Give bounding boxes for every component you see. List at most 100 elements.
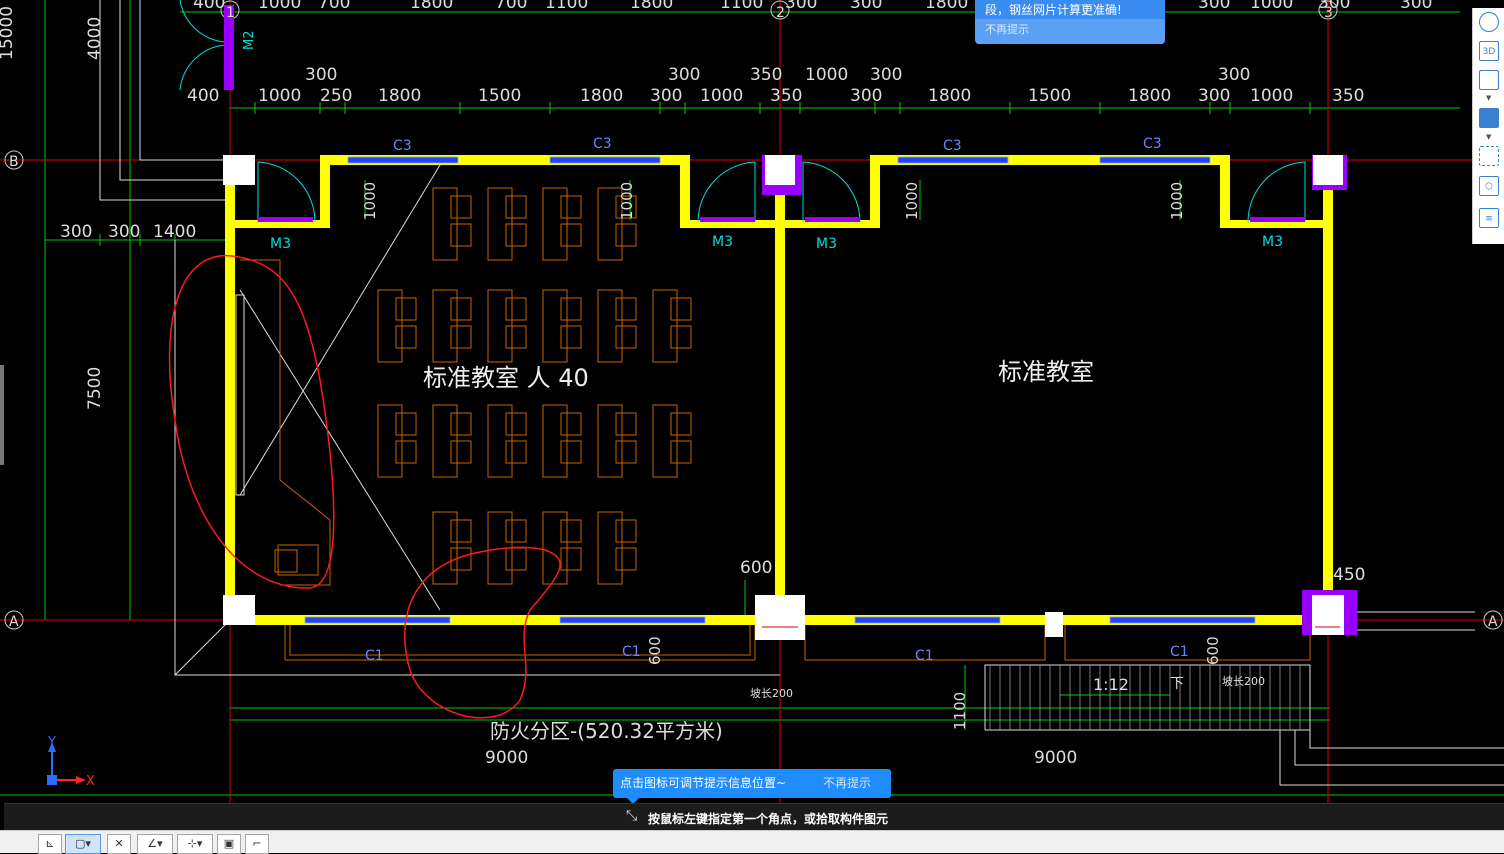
chair: [615, 440, 637, 464]
ramp-hatch: [989, 665, 1301, 730]
hint-tooltip-top-dismiss[interactable]: 不再提示: [975, 19, 1165, 44]
view-3d-button[interactable]: 3D: [1479, 41, 1499, 61]
dim-left-7500: 7500: [85, 367, 105, 410]
dim-left-15000: 15000: [0, 6, 17, 60]
ramp-width-left: 坡长200: [750, 687, 793, 700]
dim-v-1000c: 1000: [903, 182, 921, 220]
chair: [560, 519, 582, 543]
chair: [560, 325, 582, 349]
chair: [560, 223, 582, 247]
chair: [615, 325, 637, 349]
chair: [450, 440, 472, 464]
angle-snap-icon[interactable]: ∠▾: [137, 834, 173, 854]
dim-r3-350a: 350: [770, 86, 802, 106]
dim-r2-300d: 300: [1218, 65, 1250, 85]
chair: [395, 412, 417, 436]
dim-v-1000a: 1000: [361, 182, 379, 220]
ucs-icon: Y X: [47, 735, 95, 789]
grid-bubble-1-top: 1: [226, 5, 235, 21]
hint-tooltip-top: 段，钢丝网片计算更准确! 不再提示: [975, 0, 1165, 44]
chair: [505, 519, 527, 543]
dim-600-right: 600: [1204, 636, 1222, 665]
cube-view-icon[interactable]: [1479, 70, 1499, 90]
command-prompt-bar: ⤡ 按鼠标左键指定第一个角点，或拾取构件图元: [4, 803, 1504, 831]
dim-r3-250: 250: [320, 86, 352, 106]
chair: [560, 412, 582, 436]
window-label-c3-1: C3: [393, 138, 412, 154]
chair: [450, 195, 472, 219]
window-label-c3-3: C3: [943, 138, 962, 154]
ucs-x-label: X: [86, 774, 95, 789]
room-label-right: 标准教室: [998, 358, 1094, 386]
hint-tooltip-bottom-message: 点击图标可调节提示信息位置~: [620, 776, 787, 790]
chair: [560, 297, 582, 321]
dim-top-700: 700: [318, 0, 350, 13]
ucs-y-label: Y: [47, 735, 56, 750]
walls: [225, 155, 1333, 625]
dim-bottom-9000-right: 9000: [1034, 748, 1077, 768]
dim-top-300e: 300: [1400, 0, 1432, 13]
dim-r2-1000: 1000: [805, 65, 848, 85]
chair: [615, 412, 637, 436]
cross-select-icon[interactable]: ✕: [107, 834, 131, 854]
dim-top-1800a: 1800: [410, 0, 453, 13]
dim-r3-300c: 300: [1198, 86, 1230, 106]
dim-top-300b: 300: [850, 0, 882, 13]
dim-r3-1800c: 1800: [928, 86, 971, 106]
left-panel-collapse-handle[interactable]: [0, 365, 4, 465]
markup-circles: [168, 255, 561, 719]
columns: [223, 155, 1344, 640]
properties-icon[interactable]: ≡: [1479, 208, 1499, 228]
box-select-icon[interactable]: ⬡: [1479, 176, 1499, 196]
ortho-icon[interactable]: ⊾: [38, 834, 62, 854]
chair: [505, 547, 527, 571]
dim-r3-1800a: 1800: [378, 86, 421, 106]
fire-zone-label: 防火分区-(520.32平方米): [490, 719, 723, 743]
dim-r3-1000b: 1000: [700, 86, 743, 106]
view-side-panel: 3D ▼ ▼ ⬡ ≡: [1472, 8, 1504, 244]
ring-view-icon[interactable]: [1479, 12, 1499, 32]
chair: [670, 297, 692, 321]
chair: [670, 325, 692, 349]
chair: [395, 325, 417, 349]
dim-bottom-9000-left: 9000: [485, 748, 528, 768]
solid-cube-icon[interactable]: [1479, 108, 1499, 128]
chair: [505, 297, 527, 321]
dim-top-300d: 300: [1318, 0, 1350, 13]
chair: [450, 519, 472, 543]
window-label-c1-3: C1: [915, 648, 934, 664]
chair: [615, 297, 637, 321]
dim-600-top: 600: [740, 558, 772, 578]
dim-r2-350: 350: [750, 65, 782, 85]
dim-r3-350b: 350: [1332, 86, 1364, 106]
dim-r3-300b: 300: [850, 86, 882, 106]
chair: [505, 440, 527, 464]
door-label-m3-4: M3: [1262, 234, 1283, 250]
fullscreen-icon[interactable]: [1479, 146, 1499, 166]
trace-icon[interactable]: ⌐: [245, 834, 269, 854]
dim-r3-1000a: 1000: [258, 86, 301, 106]
drawing-text: 400 1000 700 1800 700 1100 1800 1100 300…: [0, 0, 1498, 827]
chair: [395, 440, 417, 464]
chevron-down-icon[interactable]: ▼: [1486, 133, 1492, 141]
dim-top-700b: 700: [495, 0, 527, 13]
rect-select-icon[interactable]: ▢▾: [65, 834, 101, 854]
chevron-down-icon[interactable]: ▼: [1486, 94, 1492, 102]
chair: [505, 325, 527, 349]
door-label-m3-1: M3: [270, 236, 291, 252]
dim-top-1100a: 1100: [545, 0, 588, 13]
tooltip-pointer: [627, 798, 639, 804]
chair: [505, 412, 527, 436]
chair: [450, 297, 472, 321]
dim-top-1000b: 1000: [1250, 0, 1293, 13]
offset-snap-icon[interactable]: ⊹▾: [177, 834, 213, 854]
window-label-c3-4: C3: [1143, 136, 1162, 152]
dim-v-1000b: 1000: [618, 182, 636, 220]
layer-icon[interactable]: ▣: [217, 834, 241, 854]
grid-bubble-B: B: [9, 154, 19, 170]
dim-top-1100b: 1100: [720, 0, 763, 13]
hint-tooltip-bottom-dismiss[interactable]: 不再提示: [823, 776, 872, 790]
windows: [304, 156, 1256, 624]
dim-r2-300b: 300: [668, 65, 700, 85]
